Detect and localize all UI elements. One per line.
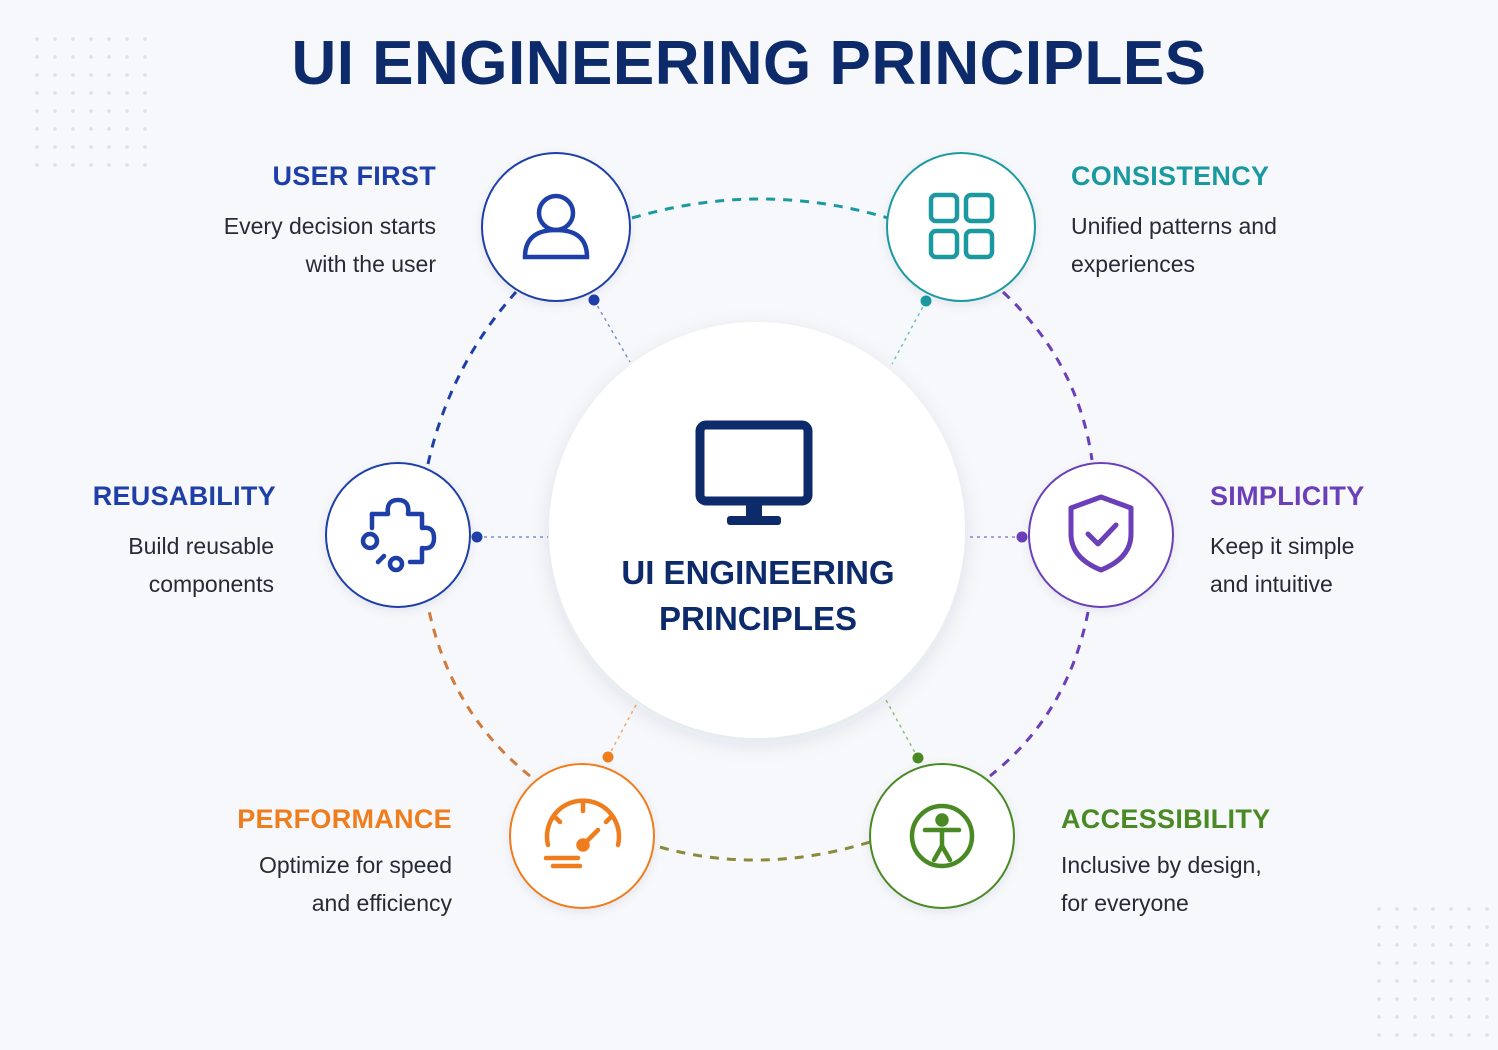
node-simplicity xyxy=(1028,462,1174,608)
node-reusability xyxy=(325,462,471,608)
node-performance xyxy=(509,763,655,909)
spoke-dot-simplicity xyxy=(1016,531,1028,543)
ring-arc-simplicity-accessibility xyxy=(989,611,1090,778)
center-hub xyxy=(549,322,965,738)
page-title: UI ENGINEERING PRINCIPLES xyxy=(291,29,1207,98)
center-label: UI ENGINEERING PRINCIPLES xyxy=(621,554,895,637)
spoke-accessibility xyxy=(885,699,919,759)
spoke-consistency xyxy=(891,300,927,365)
desc-reusability: Build reusable components xyxy=(128,533,274,597)
spoke-dot-performance xyxy=(602,751,614,763)
node-user-first xyxy=(481,152,631,302)
ring-arc-performance-reusability xyxy=(426,605,531,778)
spoke-dot-reusability xyxy=(471,531,483,543)
heading-performance: PERFORMANCE xyxy=(237,804,452,834)
monitor-icon xyxy=(695,420,813,525)
desc-user-first: Every decision starts with the user xyxy=(223,213,436,277)
node-consistency xyxy=(886,152,1036,302)
spoke-performance xyxy=(607,704,637,758)
heading-user-first: USER FIRST xyxy=(272,161,436,191)
dot-pattern-decoration xyxy=(28,30,158,170)
shield-check-icon xyxy=(1068,494,1134,573)
accessibility-icon xyxy=(909,803,975,869)
heading-consistency: CONSISTENCY xyxy=(1071,161,1270,191)
node-accessibility xyxy=(869,763,1015,909)
desc-consistency: Unified patterns and experiences xyxy=(1071,213,1277,277)
puzzle-icon xyxy=(360,497,437,573)
spoke-dot-consistency xyxy=(920,295,932,307)
ring-arc-accessibility-performance xyxy=(655,840,871,862)
heading-simplicity: SIMPLICITY xyxy=(1210,481,1365,511)
user-icon xyxy=(522,193,590,260)
grid-icon xyxy=(928,192,995,260)
ring-arc-reusability-user xyxy=(426,291,518,465)
spoke-dot-user-first xyxy=(588,294,600,306)
heading-reusability: REUSABILITY xyxy=(92,481,276,511)
ring-arc-consistency-simplicity xyxy=(1001,290,1094,461)
spoke-dot-accessibility xyxy=(912,752,924,764)
desc-accessibility: Inclusive by design, for everyone xyxy=(1061,852,1262,916)
desc-simplicity: Keep it simple and intuitive xyxy=(1210,533,1355,597)
dot-pattern-decoration xyxy=(1370,900,1498,1040)
ring-arc-user-consistency xyxy=(631,197,889,220)
speedometer-icon xyxy=(543,798,622,869)
spoke-user-first xyxy=(593,299,631,363)
desc-performance: Optimize for speed and efficiency xyxy=(258,852,452,916)
heading-accessibility: ACCESSIBILITY xyxy=(1061,804,1271,834)
